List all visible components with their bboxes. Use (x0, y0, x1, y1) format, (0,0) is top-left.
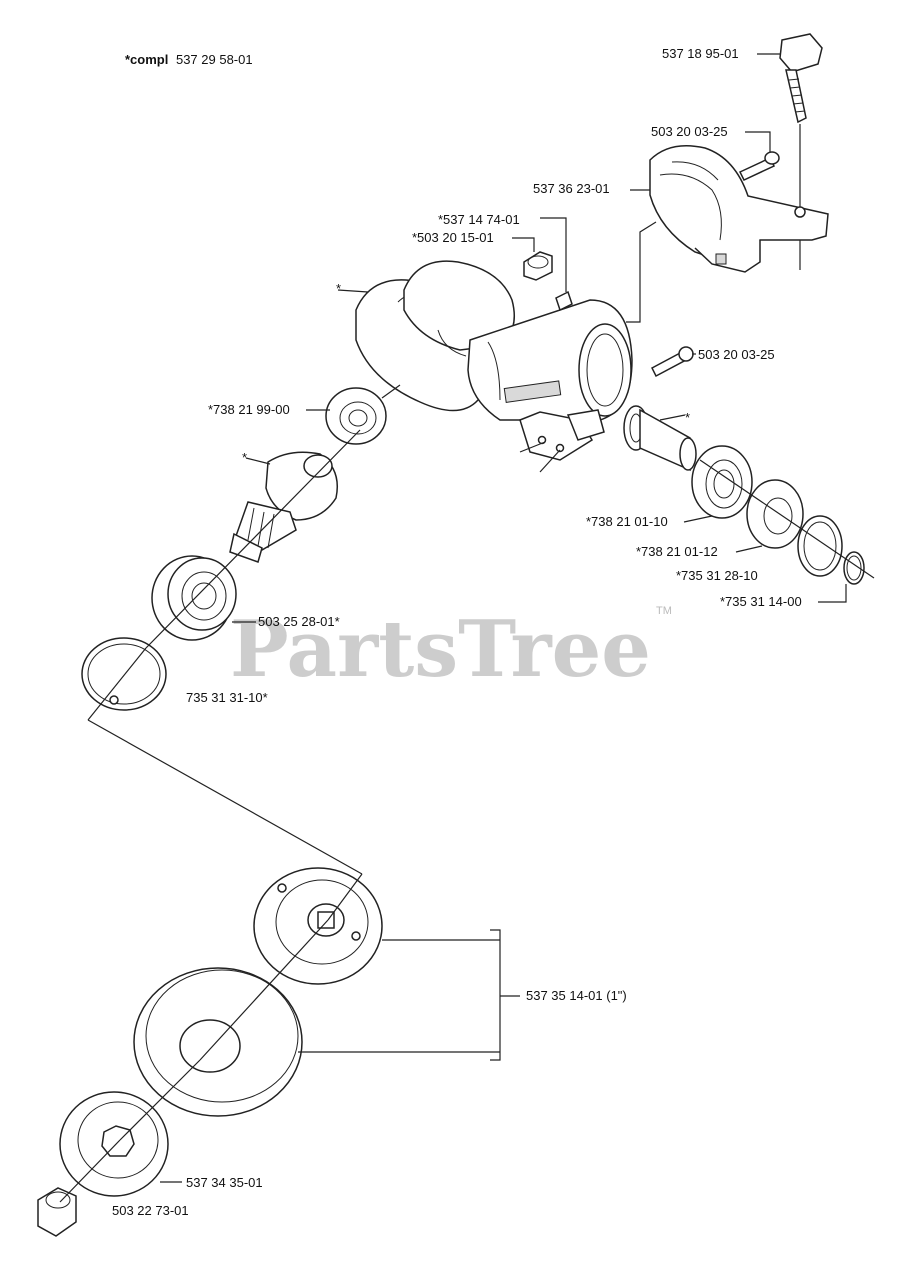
label-537-35-14-01: 537 35 14-01 (1") (526, 988, 627, 1003)
label-735-31-14-00: *735 31 14-00 (720, 594, 802, 609)
label-537-14-74-01: *537 14 74-01 (438, 212, 520, 227)
circlip-735-31-14-00-part[interactable] (843, 551, 865, 585)
label-537-36-23-01: 537 36 23-01 (533, 181, 610, 196)
watermark-trademark: TM (656, 605, 672, 617)
label-738-21-99-00: *738 21 99-00 (208, 402, 290, 417)
label-503-20-03-25-mid: 503 20 03-25 (698, 347, 775, 362)
gear-housing-part[interactable] (355, 260, 633, 461)
label-735-31-31-10: 735 31 31-10* (186, 690, 268, 705)
label-537-34-35-01: 537 34 35-01 (186, 1175, 263, 1190)
label-738-21-01-10: *738 21 01-10 (586, 514, 668, 529)
knob-screw-part[interactable] (779, 33, 823, 124)
circlip-735-31-31-10-part[interactable] (81, 637, 167, 711)
upper-flange-part[interactable] (253, 867, 383, 985)
clamp-part[interactable] (649, 145, 829, 273)
bearing-738-21-01-12-part[interactable] (746, 479, 804, 549)
label-star-shaft-seal: * (685, 410, 690, 425)
watermark-text: PartsTree (230, 604, 651, 695)
key-part[interactable] (555, 290, 573, 312)
bearing-738-21-01-10-part[interactable] (691, 445, 753, 519)
guard-dish-part[interactable] (133, 967, 303, 1117)
compl-number: 537 29 58-01 (176, 52, 253, 67)
bearing-738-21-99-00-part[interactable] (325, 387, 387, 445)
label-503-20-03-25-top: 503 20 03-25 (651, 124, 728, 139)
label-503-25-28-01: 503 25 28-01* (258, 614, 340, 629)
label-503-20-15-01: *503 20 15-01 (412, 230, 494, 245)
label-star-gear-housing: * (336, 281, 341, 296)
plug-part[interactable] (523, 251, 553, 281)
label-star-bevel-gear: * (242, 450, 247, 465)
label-735-31-28-10: *735 31 28-10 (676, 568, 758, 583)
screw-top-part[interactable] (738, 151, 780, 181)
shaft-seal-part[interactable] (623, 405, 697, 472)
nut-part[interactable] (37, 1187, 77, 1237)
screw-middle-part[interactable] (651, 346, 694, 378)
compl-label: *compl 537 29 58-01 (125, 52, 253, 67)
label-503-22-73-01: 503 22 73-01 (112, 1203, 189, 1218)
label-738-21-01-12: *738 21 01-12 (636, 544, 718, 559)
compl-prefix: *compl (125, 52, 168, 67)
label-537-18-95-01: 537 18 95-01 (662, 46, 739, 61)
bearing-503-25-28-01-part[interactable] (151, 555, 237, 641)
circlip-735-31-28-10-part[interactable] (797, 515, 843, 577)
label-537-35-14-01-text: 537 35 14-01 (1") (526, 988, 627, 1003)
